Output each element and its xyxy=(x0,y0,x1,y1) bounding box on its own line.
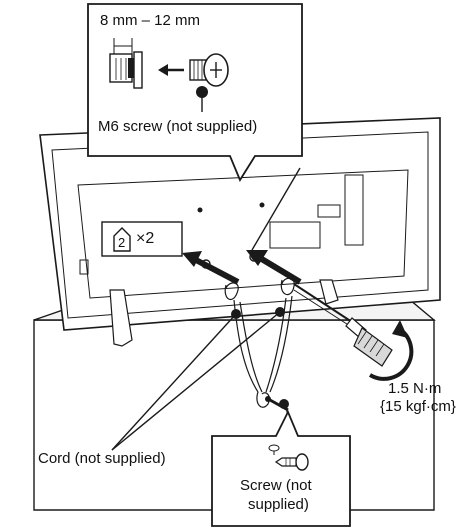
rotate-arrow-icon xyxy=(368,320,414,381)
torque-nm-label: 1.5 N·m xyxy=(388,380,442,397)
m6-screw-label: M6 screw (not supplied) xyxy=(98,118,258,135)
screwdriver-icon xyxy=(293,283,393,367)
attach-arrow-left xyxy=(182,251,240,285)
wall-screw-callout-dot xyxy=(279,399,289,409)
wall-screw-callout xyxy=(211,409,351,527)
torque-kgf-label: {15 kgf·cm} xyxy=(380,398,456,415)
leader-lines xyxy=(111,167,301,451)
cord-label: Cord (not supplied) xyxy=(38,450,166,467)
tv-back-panel xyxy=(39,117,441,347)
wall-screw-label-line2: supplied) xyxy=(248,496,309,513)
cord-callout-dot-right xyxy=(275,307,285,317)
anchor-step-number: 2 xyxy=(118,235,126,250)
anchor-count-label: ×2 xyxy=(136,230,155,247)
m6-screw-callout xyxy=(87,3,303,182)
cord-callout-dot-left xyxy=(231,309,241,319)
m6-screw-callout-dot xyxy=(251,251,261,261)
screw-length-label: 8 mm – 12 mm xyxy=(100,12,201,29)
screw-icon xyxy=(189,53,229,112)
step-house-icon xyxy=(101,221,183,257)
wall-screw-label-line1: Screw (not xyxy=(240,477,312,494)
